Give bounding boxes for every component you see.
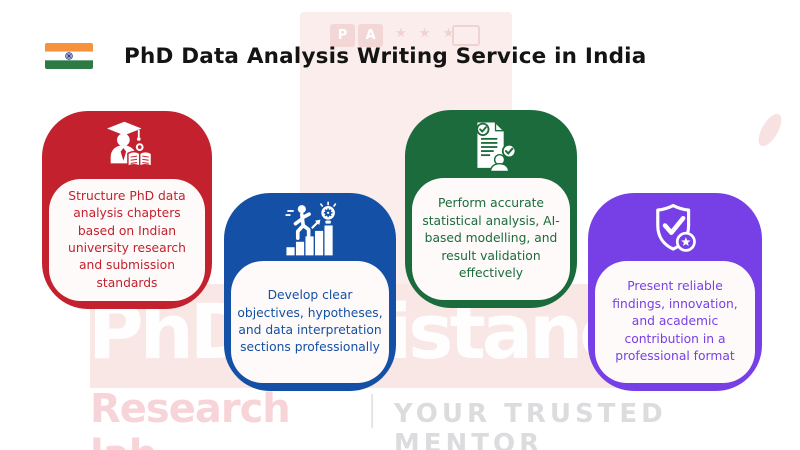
watermark-leaf: [754, 110, 786, 150]
card-structure: Structure PhD data analysis chapters bas…: [42, 111, 212, 309]
graduate-book-icon: [42, 117, 212, 179]
india-flag-icon: [45, 43, 93, 69]
page-title: PhD Data Analysis Writing Service in Ind…: [124, 43, 647, 69]
watermark-crest-letter-a: A: [358, 24, 383, 47]
card-text-panel: Structure PhD data analysis chapters bas…: [49, 179, 205, 301]
watermark-crest-book: P A: [330, 24, 383, 47]
shield-check-icon: [588, 199, 762, 261]
watermark-footer: Research lab | YOUR TRUSTED MENTOR: [90, 386, 800, 450]
card-text: Develop clear objectives, hypotheses, an…: [237, 288, 383, 355]
watermark-crest-stars: ★ ★ ★: [395, 26, 459, 41]
header: PhD Data Analysis Writing Service in Ind…: [45, 43, 646, 69]
verified-document-icon: [405, 116, 577, 178]
card-text: Perform accurate statistical analysis, A…: [422, 196, 560, 281]
watermark-crest-letter-p: P: [330, 24, 355, 47]
watermark-tagline-text: YOUR TRUSTED MENTOR: [393, 399, 667, 450]
watermark-divider: |: [366, 389, 378, 429]
watermark-crest-frame: [452, 25, 480, 46]
watermark-researchlab-text: Research lab: [90, 386, 291, 450]
card-text-panel: Develop clear objectives, hypotheses, an…: [231, 261, 389, 383]
card-text: Present reliable findings, innovation, a…: [612, 279, 738, 364]
card-text-panel: Present reliable findings, innovation, a…: [595, 261, 755, 383]
card-develop: Develop clear objectives, hypotheses, an…: [224, 193, 396, 391]
card-text-panel: Perform accurate statistical analysis, A…: [412, 178, 570, 300]
card-text: Structure PhD data analysis chapters bas…: [68, 188, 186, 290]
card-present: Present reliable findings, innovation, a…: [588, 193, 762, 391]
card-perform: Perform accurate statistical analysis, A…: [405, 110, 577, 308]
growth-steps-idea-icon: [224, 199, 396, 261]
